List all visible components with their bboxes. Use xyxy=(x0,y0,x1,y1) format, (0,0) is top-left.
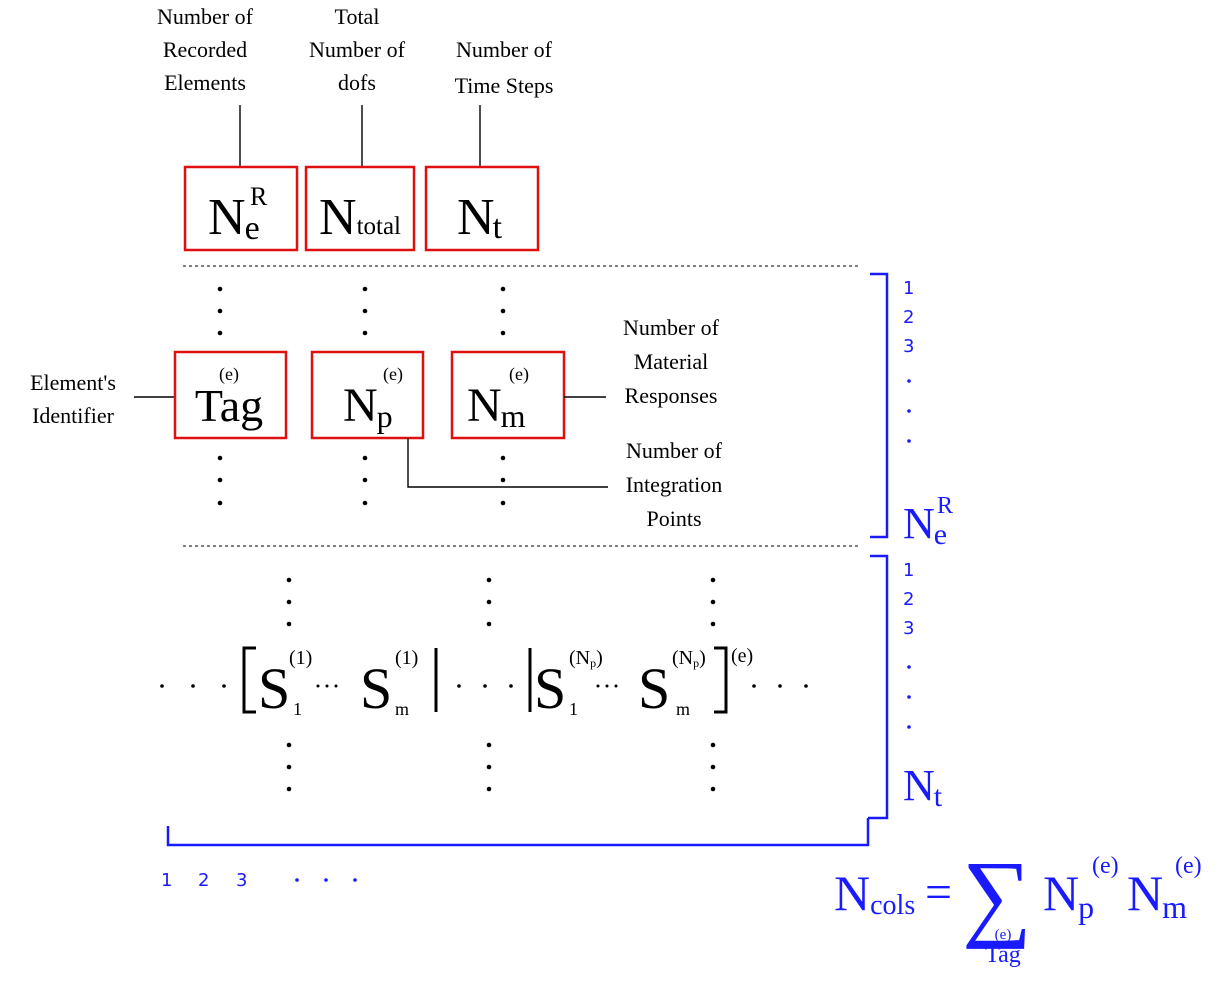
nm-box: Nm (e) xyxy=(450,350,566,440)
element-count-superscript: R xyxy=(937,493,953,519)
response-block-vertical-dots xyxy=(286,577,716,792)
response-sm-subscript: m xyxy=(395,699,409,719)
total-dofs-label-line-2: Number of xyxy=(309,37,406,62)
ne-box-superscript: R xyxy=(250,182,268,211)
response-row-expression: S 1 (1) S m (1) S 1 (Np) S m (Np) (e) xyxy=(242,645,753,721)
response-block-row-numbers: 1 2 3 xyxy=(903,560,914,729)
column-bracket xyxy=(166,818,870,847)
nm-box-superscript: (e) xyxy=(509,364,529,385)
np-box-superscript: (e) xyxy=(383,364,403,385)
element-identifier-label-line-2: Identifier xyxy=(32,403,115,428)
formula-term-np-superscript: (e) xyxy=(1092,853,1119,879)
formula-sum-index-superscript: (e) xyxy=(995,927,1012,943)
ne-header-box: Ne R xyxy=(183,165,299,252)
element-block-count: Ne R xyxy=(903,493,953,551)
element-row-number-2: 2 xyxy=(903,307,914,328)
response-row-number-3: 3 xyxy=(903,618,914,639)
recorded-elements-label-line-1: Number of xyxy=(157,4,254,29)
time-steps-label: Number of Time Steps xyxy=(455,37,554,98)
column-number-2: 2 xyxy=(198,870,209,891)
columns-formula: Ncols = ∑ (e) Tag Np (e) Nm (e) xyxy=(834,842,1202,968)
integration-points-label-line-2: Integration xyxy=(626,472,723,497)
response-sm-np-symbol: S xyxy=(638,656,670,721)
nm-box-outline xyxy=(450,350,566,440)
material-responses-label-line-1: Number of xyxy=(623,315,720,340)
time-steps-label-line-2: Time Steps xyxy=(455,73,554,98)
integration-points-label-line-3: Points xyxy=(646,506,701,531)
response-s1-superscript: (1) xyxy=(289,647,312,669)
recorded-elements-label-line-2: Recorded xyxy=(163,37,247,62)
material-responses-label-line-2: Material xyxy=(634,349,709,374)
formula-sum-index: Tag xyxy=(985,942,1021,968)
ne-box-outline xyxy=(183,165,299,252)
np-box: Np (e) xyxy=(310,350,425,440)
total-dofs-label: Total Number of dofs xyxy=(309,4,406,95)
integration-points-leader xyxy=(407,438,608,488)
tag-box: (e) Tag xyxy=(173,350,288,440)
element-row-number-1: 1 xyxy=(903,278,914,299)
nm-box-symbol: Nm xyxy=(467,379,526,434)
material-responses-label: Number of Material Responses xyxy=(623,315,720,408)
response-row-horizontal-dots xyxy=(160,684,808,688)
column-number-3: 3 xyxy=(236,870,247,891)
response-block-bracket xyxy=(868,554,889,820)
element-identifier-label-line-1: Element's xyxy=(30,370,116,395)
response-sm-np-subscript: m xyxy=(676,699,690,719)
tag-box-symbol: Tag xyxy=(195,380,263,431)
response-row-number-2: 2 xyxy=(903,589,914,610)
ntotal-header-box: Ntotal xyxy=(304,165,416,252)
column-numbers: 1 2 3 xyxy=(161,870,357,891)
integration-points-label: Number of Integration Points xyxy=(626,438,723,531)
formula-term-nm: Nm xyxy=(1127,865,1187,925)
element-block-vertical-dots xyxy=(217,286,506,506)
total-dofs-label-line-3: dofs xyxy=(338,70,376,95)
element-count-symbol: Ne xyxy=(903,499,947,551)
response-sm-superscript: (1) xyxy=(395,647,418,669)
response-open-bracket xyxy=(242,646,256,714)
response-s1-subscript: 1 xyxy=(293,699,302,719)
formula-equals: = xyxy=(925,866,952,919)
response-row-number-1: 1 xyxy=(903,560,914,581)
time-steps-label-line-1: Number of xyxy=(456,37,553,62)
nt-box-symbol: Nt xyxy=(457,189,503,246)
ne-box-symbol: Ne xyxy=(208,189,260,247)
response-block-count: Nt xyxy=(903,761,943,813)
response-s1-np-symbol: S xyxy=(534,656,566,721)
formula-term-nm-superscript: (e) xyxy=(1175,853,1202,879)
response-s1-np-subscript: 1 xyxy=(569,699,578,719)
total-dofs-label-line-1: Total xyxy=(335,4,380,29)
nt-box-outline xyxy=(424,165,540,252)
response-outer-superscript: (e) xyxy=(731,645,753,667)
integration-points-label-line-1: Number of xyxy=(626,438,723,463)
recorded-elements-label: Number of Recorded Elements xyxy=(157,4,254,95)
column-number-1: 1 xyxy=(161,870,172,891)
response-s1-symbol: S xyxy=(258,656,290,721)
nt-header-box: Nt xyxy=(424,165,540,252)
formula-sum-symbol: ∑ xyxy=(962,842,1032,950)
np-box-outline xyxy=(310,350,425,440)
response-count-symbol: Nt xyxy=(903,761,943,813)
response-sm-np-superscript: (Np) xyxy=(672,647,706,670)
element-identifier-label: Element's Identifier xyxy=(30,370,116,428)
tag-box-outline xyxy=(173,350,288,440)
element-block-bracket xyxy=(870,272,889,539)
np-box-symbol: Np xyxy=(343,379,393,434)
ntotal-box-symbol: Ntotal xyxy=(319,189,401,246)
formula-term-np: Np xyxy=(1043,865,1094,925)
recorded-elements-label-line-3: Elements xyxy=(164,70,246,95)
response-sm-symbol: S xyxy=(360,656,392,721)
element-row-number-3: 3 xyxy=(903,336,914,357)
element-block-row-numbers: 1 2 3 xyxy=(903,278,914,443)
ntotal-box-outline xyxy=(304,165,416,252)
material-responses-label-line-3: Responses xyxy=(625,383,718,408)
response-s1-np-superscript: (Np) xyxy=(569,647,603,670)
response-close-bracket xyxy=(714,646,728,714)
tag-box-superscript: (e) xyxy=(219,364,239,385)
formula-lhs: Ncols xyxy=(834,865,915,921)
